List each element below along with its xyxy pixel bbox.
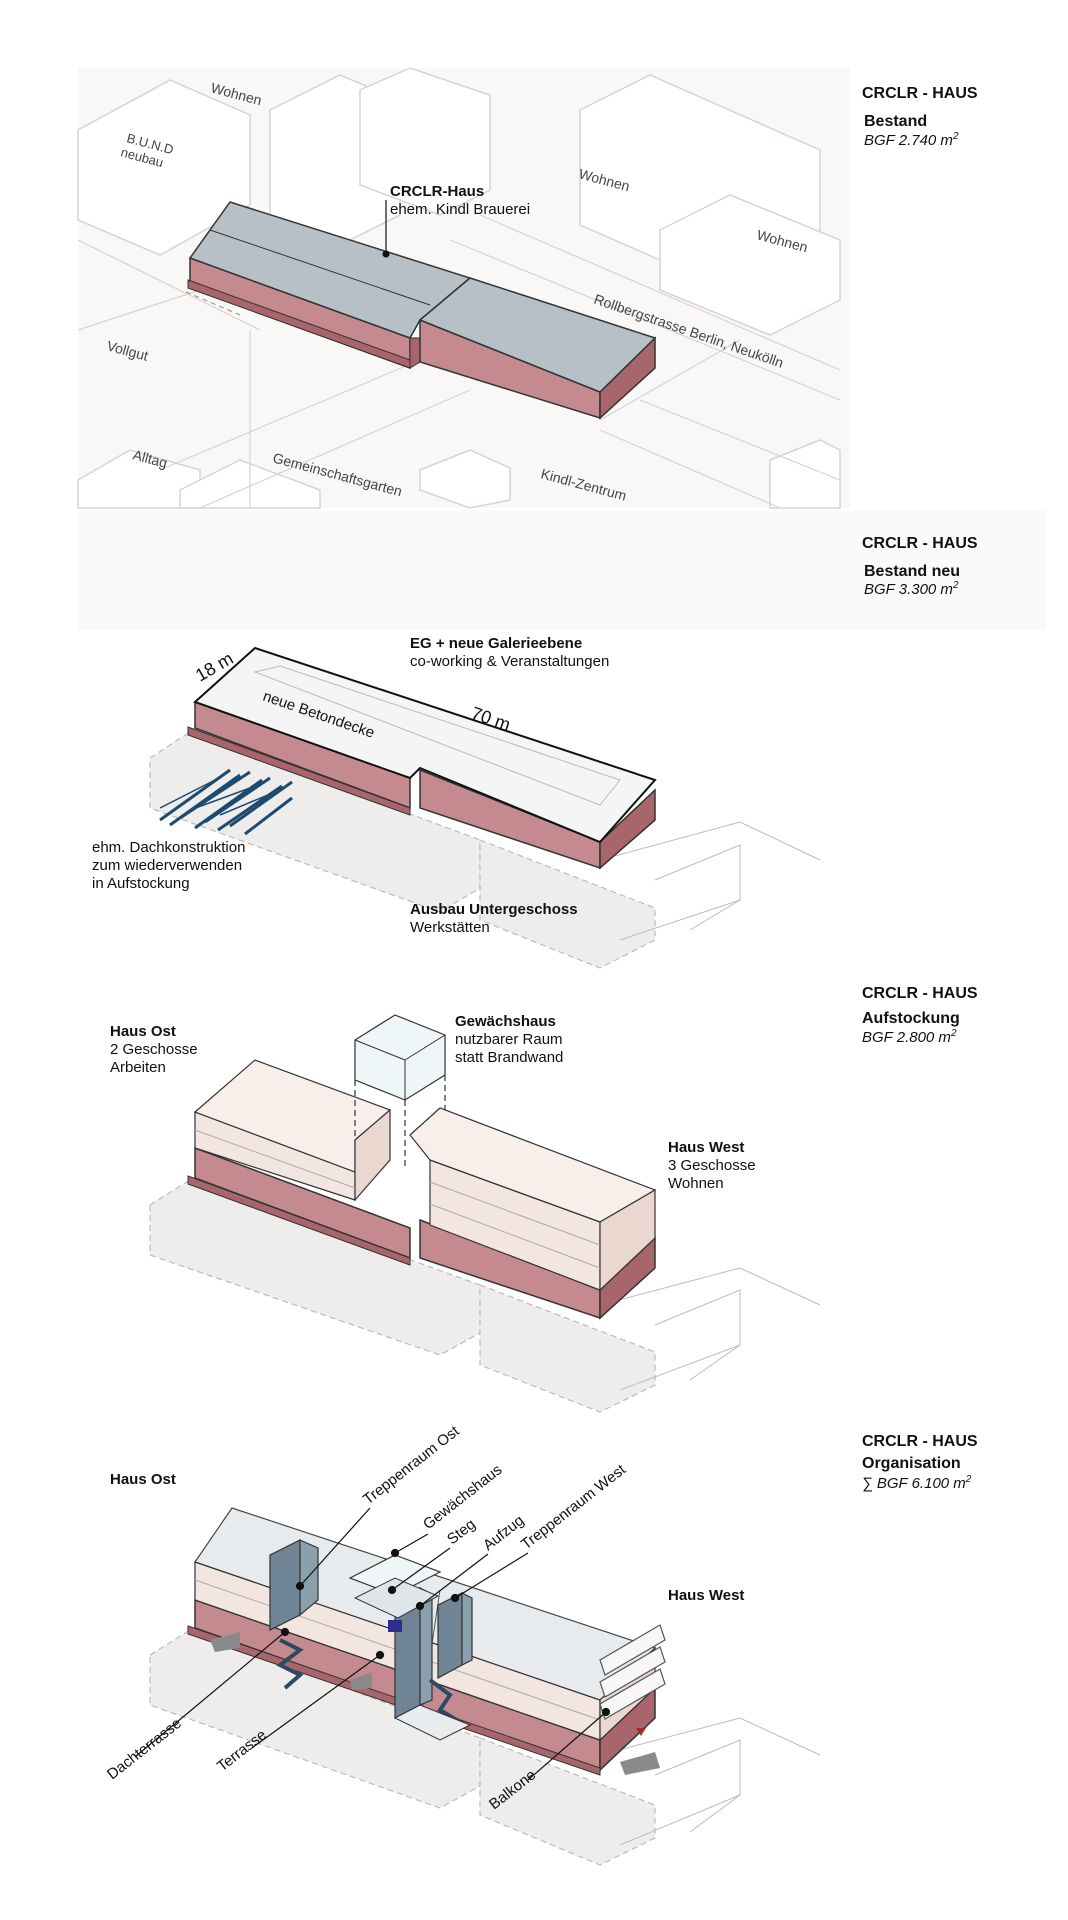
- stage-area: BGF 2.740 m2: [864, 131, 959, 149]
- stage-area: BGF 2.800 m2: [862, 1028, 957, 1046]
- stage-aufstockung: CRCLR - HAUS Aufstockung BGF 2.800 m2: [110, 985, 978, 1413]
- east-house-label-bold: Haus Ost: [110, 1471, 176, 1488]
- basement-label: Werkstätten: [410, 919, 490, 936]
- building-label: ehem. Kindl Brauerei: [390, 201, 530, 218]
- terrace-markers: [210, 1632, 660, 1775]
- west-house-label-bold: Haus West: [668, 1587, 744, 1604]
- east-house-label-bold: Haus Ost: [110, 1023, 176, 1040]
- existing-shell: [187, 1146, 656, 1320]
- stage-subtitle: Aufstockung: [862, 1010, 960, 1027]
- stage-title: CRCLR - HAUS: [862, 985, 978, 1002]
- roof-structure-label: zum wiederverwenden: [92, 857, 242, 874]
- context-buildings: [77, 67, 841, 509]
- stage-area: ∑ BGF 6.100 m2: [862, 1474, 972, 1492]
- roof-structure-label: in Aufstockung: [92, 875, 190, 892]
- west-house-label: 3 Geschosse: [668, 1157, 756, 1174]
- stage-organisation: CRCLR - HAUS Organisation ∑ BGF 6.100 m2: [104, 1422, 978, 1866]
- stage-title: CRCLR - HAUS: [862, 1433, 978, 1450]
- callout-leaders: [134, 1507, 611, 1781]
- roof-structure-label: ehm. Dachkonstruktion: [92, 839, 245, 856]
- callout-label: Treppenraum West: [518, 1461, 630, 1553]
- balconies: [599, 1624, 666, 1720]
- ground-floor-label: co-working & Veranstaltungen: [410, 653, 609, 670]
- basement-outline: [149, 1629, 821, 1866]
- context-streets: [77, 214, 841, 509]
- stage-bestand: Wohnen B.U.N.D neubau Wohnen Wohnen Roll…: [77, 67, 1046, 630]
- greenhouse-label: statt Brandwand: [455, 1049, 563, 1066]
- callout-label: Dachterrasse: [104, 1715, 185, 1783]
- basement-label-bold: Ausbau Untergeschoss: [410, 901, 578, 918]
- callout-label: Aufzug: [480, 1512, 527, 1554]
- greenhouse: [354, 1014, 446, 1170]
- basement-outline: [149, 1179, 821, 1413]
- stage-subtitle: Bestand neu: [864, 563, 960, 580]
- existing-building: [185, 200, 657, 420]
- ground-floor-label-bold: EG + neue Galerieebene: [410, 635, 582, 652]
- stage-subtitle: Organisation: [862, 1455, 961, 1472]
- existing-shell: [187, 700, 656, 870]
- stage-title: CRCLR - HAUS: [862, 85, 978, 102]
- haus-ost-volume: [193, 1059, 392, 1202]
- stage-area: BGF 3.300 m2: [864, 580, 959, 598]
- haus-west-volume: [409, 1107, 657, 1292]
- building-label-bold: CRCLR-Haus: [390, 183, 484, 200]
- greenhouse-label: nutzbarer Raum: [455, 1031, 563, 1048]
- stage-subtitle: Bestand: [864, 113, 927, 130]
- west-house-label-bold: Haus West: [668, 1139, 744, 1156]
- callout-label: Steg: [444, 1516, 479, 1548]
- callout-label: Treppenraum Ost: [360, 1422, 463, 1508]
- greenhouse-bridge: [348, 1554, 442, 1632]
- east-house-label: 2 Geschosse: [110, 1041, 198, 1058]
- basement-outline: [149, 731, 821, 969]
- reused-roof-trusses: [159, 768, 293, 836]
- stage-bestand-neu: CRCLR - HAUS Bestand neu BGF 3.300 m2: [92, 535, 978, 969]
- stage-separator-band: [78, 510, 1046, 630]
- west-house-label: Wohnen: [668, 1175, 724, 1192]
- greenhouse-label-bold: Gewächshaus: [455, 1013, 556, 1030]
- east-house-label: Arbeiten: [110, 1059, 166, 1076]
- stage-title: CRCLR - HAUS: [862, 535, 978, 552]
- new-slab: [193, 646, 657, 844]
- elevator-marker: [388, 1620, 402, 1632]
